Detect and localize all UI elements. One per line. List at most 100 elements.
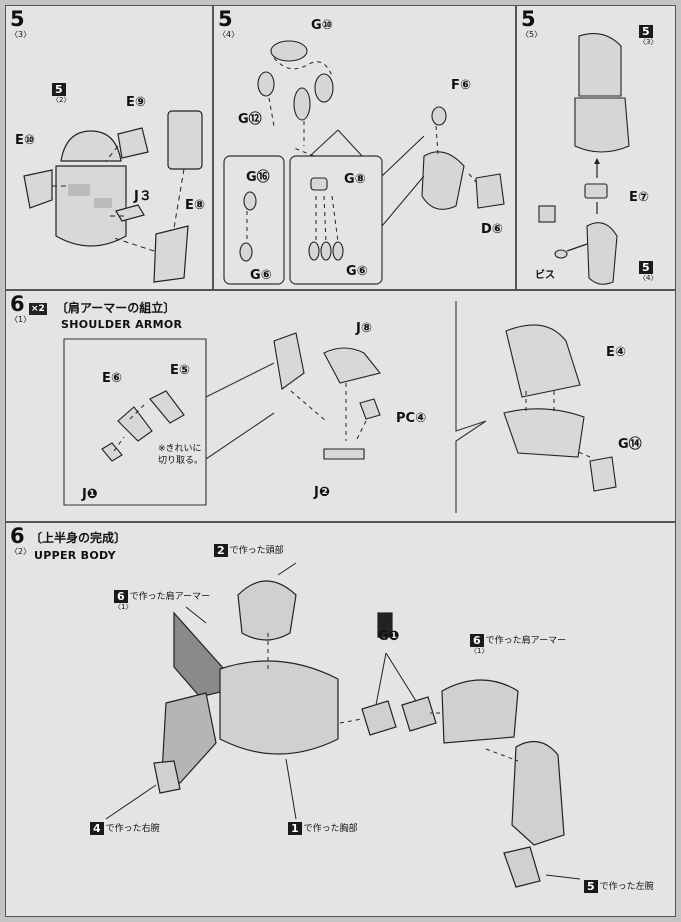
- label-g12: G⑫: [238, 112, 262, 127]
- ref-step5-3: 5 〈3〉: [639, 20, 657, 46]
- label-e4: E④: [606, 345, 626, 360]
- head-dome: [60, 130, 122, 162]
- label-e10: E⑩: [15, 133, 35, 148]
- ref-text: で作った頭部: [229, 546, 284, 556]
- part-d6-shape: [475, 173, 505, 209]
- note-line-2: 切り取る。: [158, 456, 204, 466]
- runner-g1: G❶: [378, 625, 400, 644]
- ref-number: 4: [90, 822, 104, 835]
- step5-3-illustration: [23, 110, 203, 283]
- ref-number: 6: [114, 590, 128, 603]
- part-g1-b: [401, 696, 437, 732]
- ref-text: で作った肩アーマー: [129, 592, 211, 602]
- label-e8: E⑧: [185, 198, 205, 213]
- note-line-1: ※きれいに: [158, 444, 202, 454]
- ref-text: で作った右腕: [105, 824, 160, 834]
- part-g1-a: [361, 700, 397, 736]
- part-e7-shape: [584, 183, 608, 199]
- part-e8-runner: [167, 110, 203, 170]
- step6-1-illustration: [63, 301, 617, 513]
- hand-shape: [421, 151, 465, 210]
- head-shape: [237, 580, 297, 641]
- label-e6: E⑥: [102, 371, 122, 386]
- substep-label: 〈4〉: [218, 30, 240, 39]
- icon-screwdriver-box: [538, 205, 556, 223]
- upper-arm-shape: [578, 33, 622, 97]
- label-e9: E⑨: [126, 95, 146, 110]
- ref-step5-2: 5 〈2〉: [52, 78, 70, 104]
- label-f6: F⑥: [451, 78, 471, 93]
- ref-number: 6: [470, 634, 484, 647]
- label-j8: J⑧: [356, 321, 372, 336]
- label-j2: J❷: [314, 485, 330, 500]
- panel-step6-1: 6 〈1〉 ×2 〔肩アーマーの組立〕 SHOULDER ARMOR: [5, 290, 676, 522]
- part-e10-shape: [23, 169, 53, 209]
- left-hand-shape: [503, 846, 541, 888]
- section-title-en: UPPER BODY: [34, 549, 116, 562]
- right-hand-shape: [153, 760, 181, 794]
- panel-step6-2: 6 〈2〉 〔上半身の完成〕 UPPER BODY: [5, 522, 676, 917]
- label-d6: D⑥: [481, 222, 503, 237]
- runner-icon: [377, 612, 393, 638]
- substep-label: 〈1〉: [10, 315, 32, 324]
- right-shoulder-armor: [441, 679, 519, 744]
- ref-text: で作った胸部: [303, 824, 358, 834]
- right-arm-shape: [161, 692, 217, 784]
- ref-number: 1: [288, 822, 302, 835]
- inset-box-runner: [63, 338, 207, 506]
- ref-number: 5: [639, 25, 653, 38]
- panel-step5-4: 5 〈4〉: [213, 5, 516, 290]
- ref-number: 2: [214, 544, 228, 557]
- note-clean-cut: ※きれいに 切り取る。: [158, 443, 203, 467]
- ref-sub: 〈3〉: [639, 38, 658, 46]
- step5-5-illustration: [538, 33, 630, 285]
- label-g6-right: G⑥: [346, 264, 368, 279]
- ref-sub: 〈1〉: [114, 603, 133, 611]
- hand-shape: [586, 222, 618, 285]
- label-g1: G❶: [378, 629, 400, 644]
- label-g6-left: G⑥: [250, 268, 272, 283]
- section-title-jp: 〔上半身の完成〕: [30, 531, 127, 545]
- section-title-en: SHOULDER ARMOR: [61, 318, 183, 331]
- step6-2-illustration: [105, 562, 581, 888]
- ref-sub: 〈1〉: [470, 647, 489, 655]
- part-e8-shape: [153, 225, 189, 283]
- quantity-badge: ×2: [29, 303, 47, 315]
- label-screw: ビス: [535, 270, 555, 281]
- ref-step5-4: 5 〈4〉: [639, 256, 657, 282]
- torso-part: [55, 165, 127, 247]
- step-number: 5: [521, 7, 536, 31]
- label-g14: G⑭: [618, 437, 642, 452]
- panel-step5-5: 5 〈5〉 5 〈3〉 E⑦ ビス 5 〈4〉: [516, 5, 676, 290]
- step-number: 6: [10, 292, 25, 316]
- step5-4-illustration: [223, 40, 505, 285]
- divider-line: [455, 301, 487, 513]
- label-e7: E⑦: [629, 190, 649, 205]
- label-g8: G⑧: [344, 172, 366, 187]
- ref-text: で作った肩アーマー: [485, 636, 567, 646]
- substep-label: 〈2〉: [10, 547, 32, 556]
- step-number: 5: [10, 7, 25, 31]
- label-g10: G⑩: [311, 18, 333, 33]
- ref-text: で作った左腕: [599, 882, 654, 892]
- step-number: 6: [10, 524, 25, 548]
- section-title-jp: 〔肩アーマーの組立〕: [56, 301, 176, 315]
- label-j3: J３: [134, 189, 152, 204]
- part-e9-shape: [117, 127, 149, 159]
- inset-box-g16: [223, 155, 285, 285]
- part-j3-shape: [115, 204, 145, 222]
- left-arm-shape: [511, 740, 565, 846]
- label-j1: J❶: [82, 487, 98, 502]
- inset-box-g8: [289, 155, 383, 285]
- ref-sub: 〈4〉: [639, 274, 658, 282]
- ref-number: 5: [584, 880, 598, 893]
- ref-number: 5: [639, 261, 653, 274]
- label-e5: E⑤: [170, 363, 190, 378]
